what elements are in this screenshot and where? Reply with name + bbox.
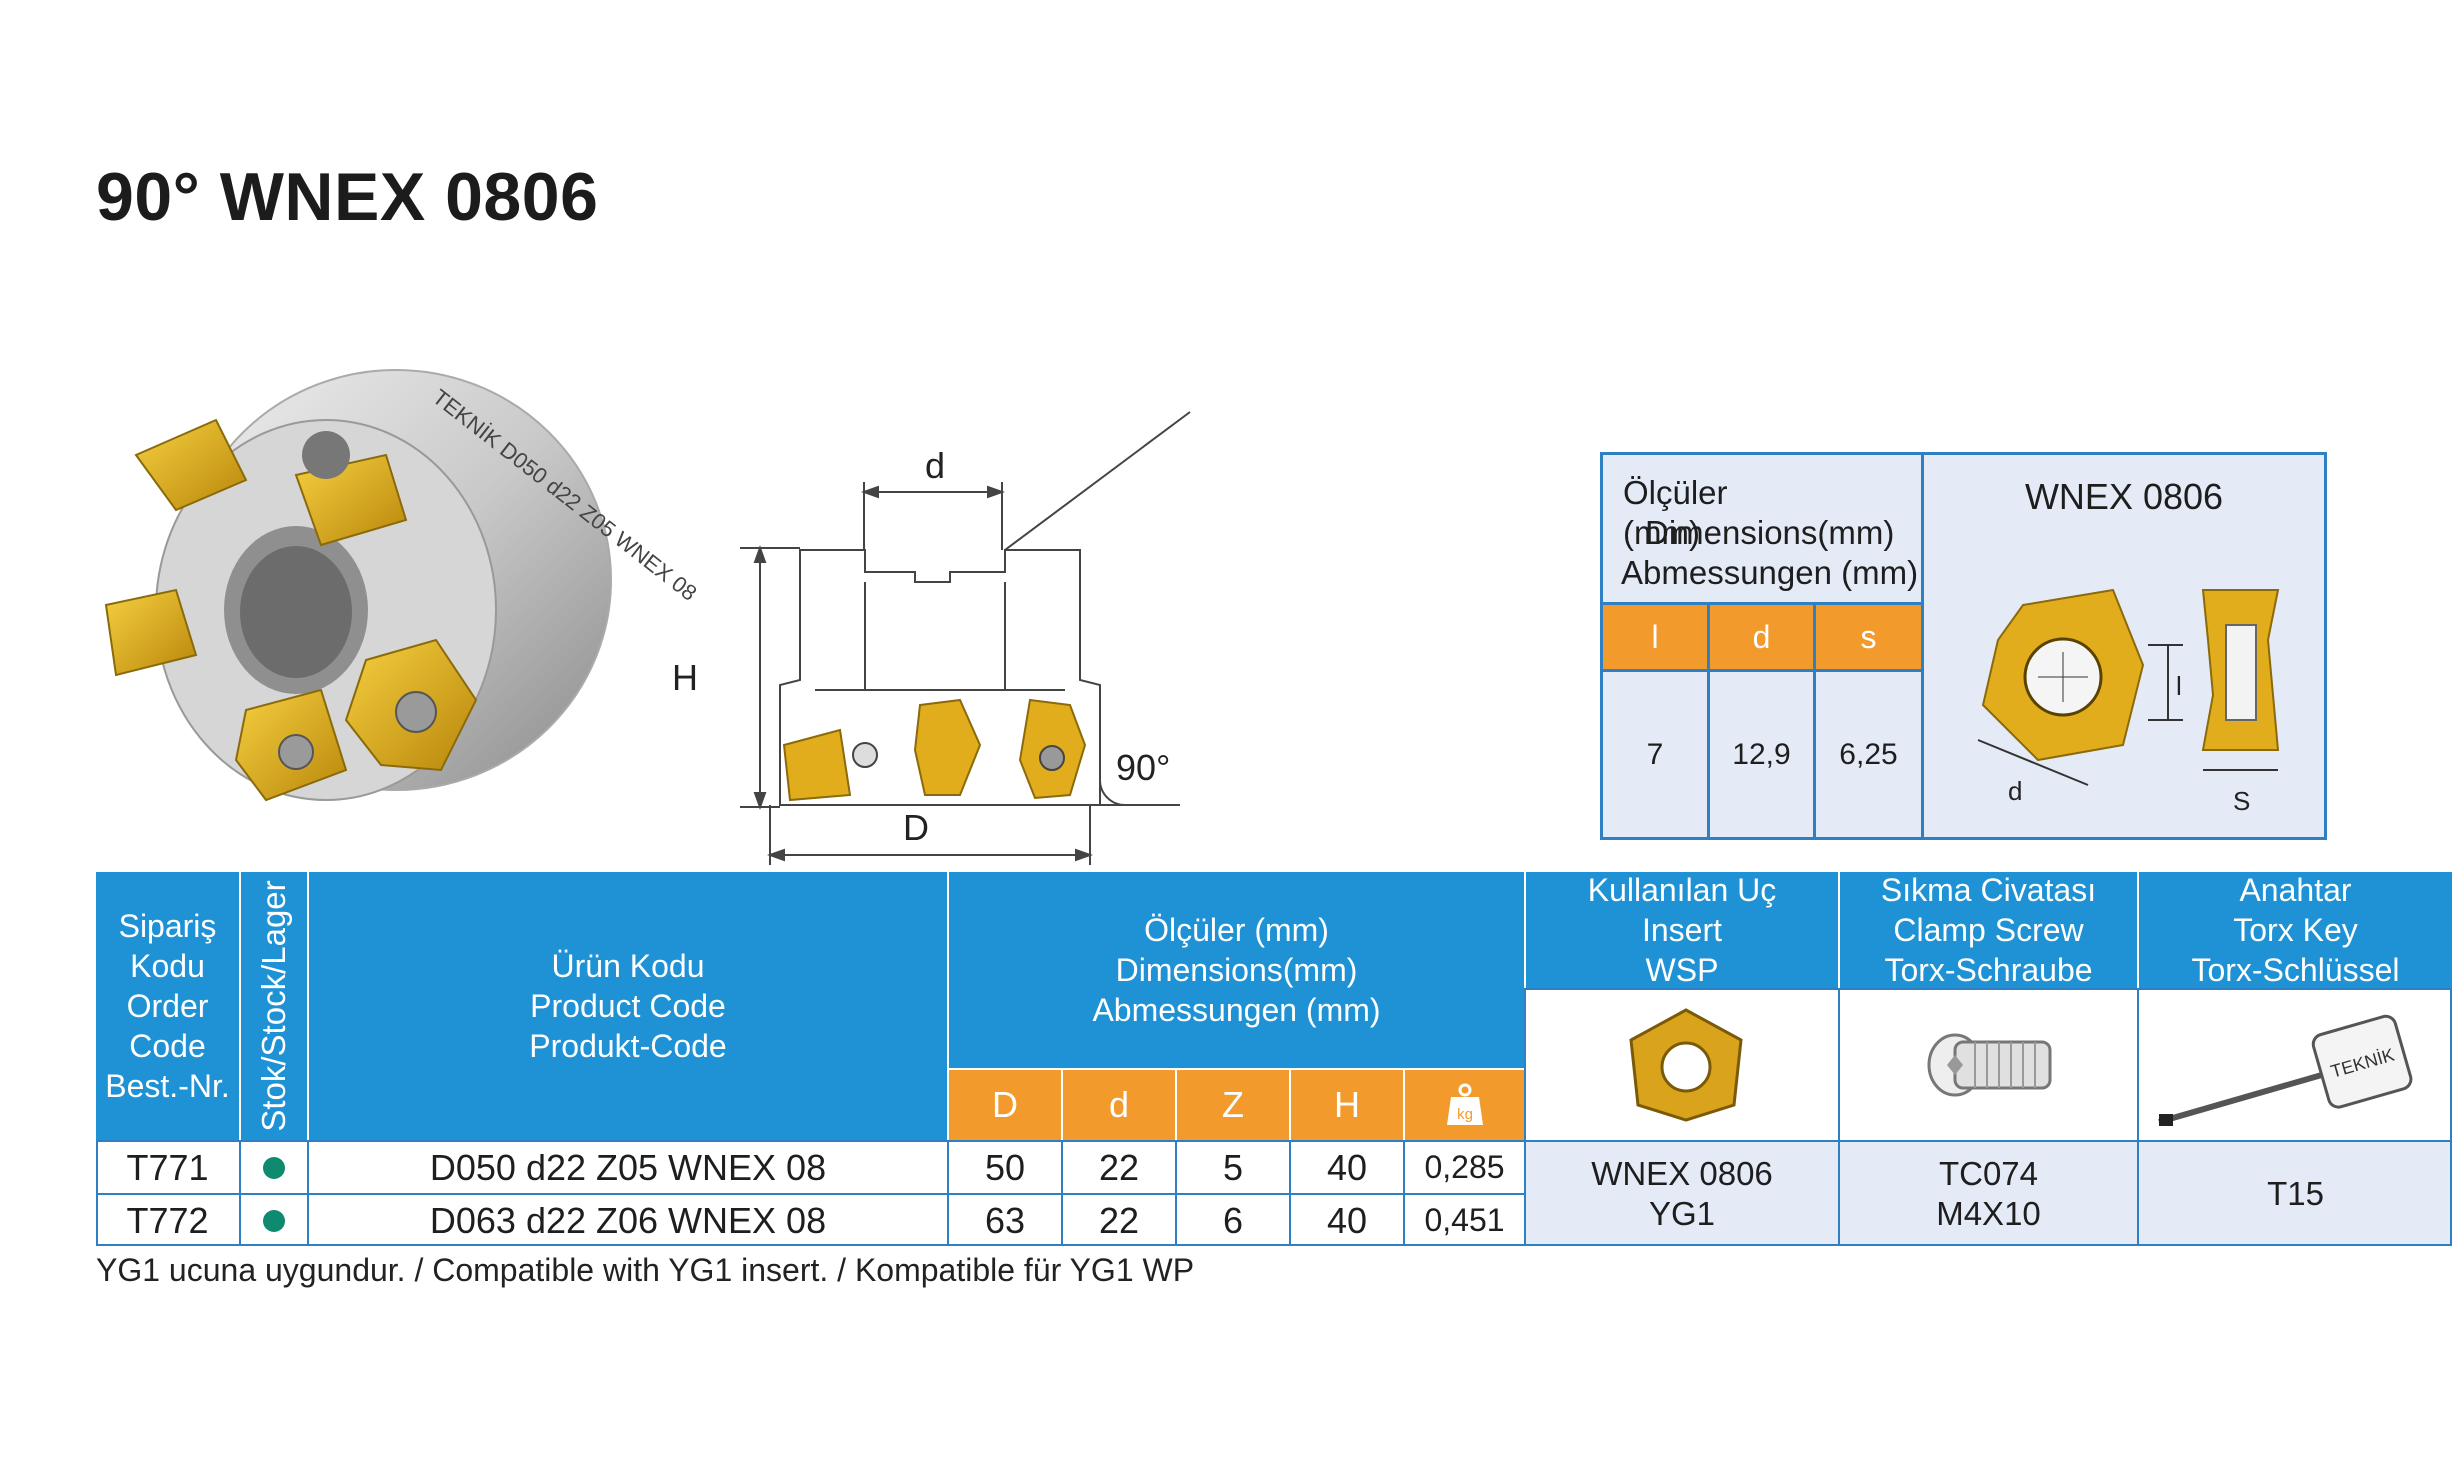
dim-label-tr: Ölçüler (mm) bbox=[1623, 474, 1728, 551]
dim-header-s: s bbox=[1816, 605, 1921, 669]
insert-label-s: S bbox=[2233, 786, 2250, 816]
dim-value-s: 6,25 bbox=[1839, 738, 1898, 771]
insert-drawing: l d S bbox=[1977, 588, 2280, 816]
label-D: D bbox=[903, 807, 929, 848]
row1-d: 22 bbox=[1098, 1146, 1140, 1188]
dim-label-en: Dimensions(mm) bbox=[1645, 514, 1895, 551]
weight-icon: kg bbox=[1446, 1083, 1483, 1125]
screw-image-cell bbox=[1840, 990, 2137, 1140]
page-title: 90° WNEX 0806 bbox=[96, 159, 599, 235]
product-code-header-line: Produkt-Code bbox=[529, 1028, 727, 1064]
insert-title: WNEX 0806 bbox=[2024, 476, 2224, 517]
stock-dot-icon bbox=[263, 1156, 285, 1179]
product-code-header-line: Product Code bbox=[530, 988, 726, 1024]
technical-drawing: d H D 90° bbox=[672, 411, 1191, 865]
insert-value-line: WNEX 0806 bbox=[1591, 1155, 1773, 1192]
order-code-header: Sipariş Kodu Order Code Best.-Nr. bbox=[96, 872, 239, 1140]
key-value: T15 bbox=[2267, 1175, 2324, 1212]
row2-weight: 0,451 bbox=[1424, 1202, 1505, 1238]
label-H: H bbox=[672, 657, 698, 698]
col-header-Z: Z bbox=[1177, 1070, 1289, 1140]
insert-header-line: Insert bbox=[1641, 912, 1722, 948]
row2-d: 22 bbox=[1098, 1199, 1140, 1241]
insert-value-line: YG1 bbox=[1648, 1195, 1716, 1232]
order-code-header-line: Code bbox=[129, 1028, 206, 1064]
row2-stock bbox=[241, 1195, 307, 1246]
insert-image-cell bbox=[1526, 990, 1838, 1140]
product-code-header-line: Ürün Kodu bbox=[551, 948, 705, 984]
key-header-line: Anahtar bbox=[2239, 872, 2352, 908]
screw-header-line: Clamp Screw bbox=[1893, 912, 2084, 948]
row2-Z: 6 bbox=[1222, 1199, 1244, 1241]
order-code-header-line: Order bbox=[126, 988, 209, 1024]
col-header-weight: kg bbox=[1405, 1070, 1524, 1140]
col-header-D: D bbox=[949, 1070, 1061, 1140]
milling-cutter-image: TEKNİK D050 d22 Z05 WNEX 08 bbox=[104, 369, 702, 802]
row1-D: 50 bbox=[984, 1146, 1026, 1188]
order-code-header-line: Best.-Nr. bbox=[105, 1068, 230, 1104]
key-header-line: Torx-Schlüssel bbox=[2191, 952, 2400, 988]
screw-value-line: TC074 bbox=[1938, 1155, 2039, 1192]
product-code-header: Ürün Kodu Product Code Produkt-Code bbox=[309, 872, 947, 1140]
row2-H: 40 bbox=[1326, 1199, 1368, 1241]
screw-header-line: Torx-Schraube bbox=[1884, 952, 2093, 988]
dimensions-header-line: Dimensions(mm) bbox=[1115, 952, 1358, 988]
insert-header-line: Kullanılan Uç bbox=[1587, 872, 1777, 908]
torx-key-icon: TEKNİK bbox=[2158, 1014, 2413, 1126]
label-angle: 90° bbox=[1116, 747, 1170, 788]
label-d: d bbox=[925, 445, 945, 486]
insert-label-l: l bbox=[2176, 671, 2182, 701]
product-table: Sipariş Kodu Order Code Best.-Nr. Stok/S… bbox=[96, 872, 2452, 1246]
row1-product-code: D050 d22 Z05 WNEX 08 bbox=[429, 1146, 827, 1188]
screw-icon bbox=[1927, 1033, 2052, 1097]
dimensions-header-line: Abmessungen (mm) bbox=[1092, 992, 1381, 1028]
footnote: YG1 ucuna uygundur. / Compatible with YG… bbox=[96, 1252, 1195, 1288]
col-header-H: H bbox=[1291, 1070, 1403, 1140]
row1-Z: 5 bbox=[1222, 1146, 1244, 1188]
insert-dimensions-box: Ölçüler (mm) Dimensions(mm) Abmessungen … bbox=[1600, 452, 2327, 840]
stock-header-label: Stok/Stock/Lager bbox=[255, 880, 292, 1132]
key-header-line: Torx Key bbox=[2233, 912, 2358, 948]
weight-icon-label: kg bbox=[1457, 1106, 1473, 1123]
order-code-header-line: Kodu bbox=[130, 948, 205, 984]
dim-value-d: 12,9 bbox=[1732, 738, 1791, 771]
dim-header-l: l bbox=[1603, 605, 1707, 669]
order-code-header-line: Sipariş bbox=[118, 908, 217, 944]
insert-header: Kullanılan Uç Insert WSP bbox=[1526, 872, 1838, 988]
row1-stock bbox=[241, 1142, 307, 1193]
row1-H: 40 bbox=[1326, 1146, 1368, 1188]
dimensions-header: Ölçüler (mm) Dimensions(mm) Abmessungen … bbox=[949, 872, 1524, 1068]
row2-D: 63 bbox=[984, 1199, 1026, 1241]
row2-order-code: T772 bbox=[126, 1199, 209, 1241]
key-image-cell: TEKNİK bbox=[2139, 990, 2452, 1140]
row2-product-code: D063 d22 Z06 WNEX 08 bbox=[429, 1199, 827, 1241]
insert-value: WNEX 0806 YG1 bbox=[1526, 1142, 1838, 1246]
screw-value: TC074 M4X10 bbox=[1840, 1142, 2137, 1246]
dim-header-d: d bbox=[1710, 605, 1813, 669]
insert-header-line: WSP bbox=[1645, 952, 1719, 988]
screw-header: Sıkma Civatası Clamp Screw Torx-Schraube bbox=[1840, 872, 2137, 988]
col-header-d: d bbox=[1063, 1070, 1175, 1140]
row1-weight: 0,285 bbox=[1424, 1149, 1505, 1185]
stock-dot-icon bbox=[263, 1209, 285, 1232]
insert-label-d: d bbox=[2008, 776, 2022, 806]
screw-header-line: Sıkma Civatası bbox=[1880, 872, 2097, 908]
insert-icon bbox=[1629, 1008, 1743, 1122]
dim-label-de: Abmessungen (mm) bbox=[1621, 554, 1919, 591]
stock-header: Stok/Stock/Lager bbox=[241, 872, 307, 1140]
key-header: Anahtar Torx Key Torx-Schlüssel bbox=[2139, 872, 2452, 988]
dimensions-header-line: Ölçüler (mm) bbox=[1144, 912, 1329, 948]
dim-value-l: 7 bbox=[1646, 738, 1664, 771]
screw-value-line: M4X10 bbox=[1936, 1195, 2041, 1232]
row1-order-code: T771 bbox=[126, 1146, 209, 1188]
